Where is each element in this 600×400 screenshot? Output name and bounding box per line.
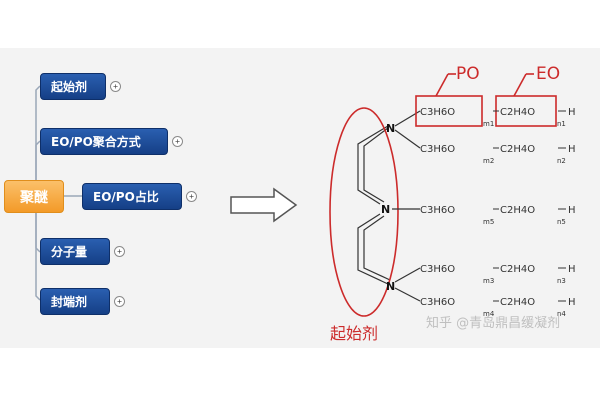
expand-plus-icon[interactable]: + <box>114 246 125 257</box>
mindmap-node-molecular-weight[interactable]: 分子量 <box>40 238 110 265</box>
end-group: H <box>568 264 576 275</box>
po-unit: C3H6O <box>420 144 455 155</box>
eo-label: EO <box>536 64 560 84</box>
expand-plus-icon[interactable]: + <box>186 191 197 202</box>
end-group: H <box>568 205 576 216</box>
chain-row-4: C3H6O m3 C2H4O n3 H <box>420 264 576 285</box>
atom-n-lower: N <box>386 280 395 293</box>
eo-unit: C2H4O <box>500 144 535 155</box>
eo-unit: C2H4O <box>500 297 535 308</box>
po-label: PO <box>456 64 480 84</box>
expand-plus-icon[interactable]: + <box>110 81 121 92</box>
initiator-label: 起始剂 <box>330 324 379 343</box>
n-subscript: n5 <box>557 218 566 226</box>
chain-row-3: C3H6O m5 C2H4O n5 H <box>420 205 576 226</box>
m-subscript: m1 <box>483 120 494 128</box>
n-subscript: n2 <box>557 157 566 165</box>
chain-row-2: C3H6O m2 C2H4O n2 H <box>420 144 576 165</box>
atom-n-upper: N <box>386 122 395 135</box>
po-unit: C3H6O <box>420 205 455 216</box>
m-subscript: m4 <box>483 310 495 318</box>
mindmap-node-initiator[interactable]: 起始剂 <box>40 73 106 100</box>
chain-row-1: C3H6O m1 C2H4O n1 H <box>420 107 576 128</box>
initiator-ellipse <box>329 107 399 317</box>
initiator-backbone <box>357 125 391 285</box>
mindmap-node-end-cap[interactable]: 封端剂 <box>40 288 110 315</box>
expand-plus-icon[interactable]: + <box>114 296 125 307</box>
expand-plus-icon[interactable]: + <box>172 136 183 147</box>
po-unit: C3H6O <box>420 264 455 275</box>
end-group: H <box>568 107 576 118</box>
eo-unit: C2H4O <box>500 205 535 216</box>
hollow-arrow-icon <box>230 187 298 223</box>
mindmap-connectors <box>35 85 82 301</box>
m-subscript: m2 <box>483 157 494 165</box>
eo-unit: C2H4O <box>500 264 535 275</box>
mindmap-node-polymerization[interactable]: EO/PO聚合方式 <box>40 128 168 155</box>
atom-n-center: N <box>381 203 390 216</box>
n-subscript: n4 <box>557 310 566 318</box>
eo-unit: C2H4O <box>500 107 535 118</box>
chain-row-5: C3H6O m4 C2H4O n4 H <box>420 297 576 318</box>
watermark: 知乎 @青岛鼎昌缓凝剂 <box>426 316 561 331</box>
mindmap-node-eo-po-ratio[interactable]: EO/PO占比 <box>82 183 182 210</box>
po-highlight-box <box>415 95 483 127</box>
n-subscript: n1 <box>557 120 566 128</box>
mindmap-root[interactable]: 聚醚 <box>4 180 64 213</box>
po-unit: C3H6O <box>420 297 455 308</box>
m-subscript: m3 <box>483 277 494 285</box>
end-group: H <box>568 297 576 308</box>
end-group: H <box>568 144 576 155</box>
po-unit: C3H6O <box>420 107 455 118</box>
m-subscript: m5 <box>483 218 494 226</box>
n-subscript: n3 <box>557 277 566 285</box>
